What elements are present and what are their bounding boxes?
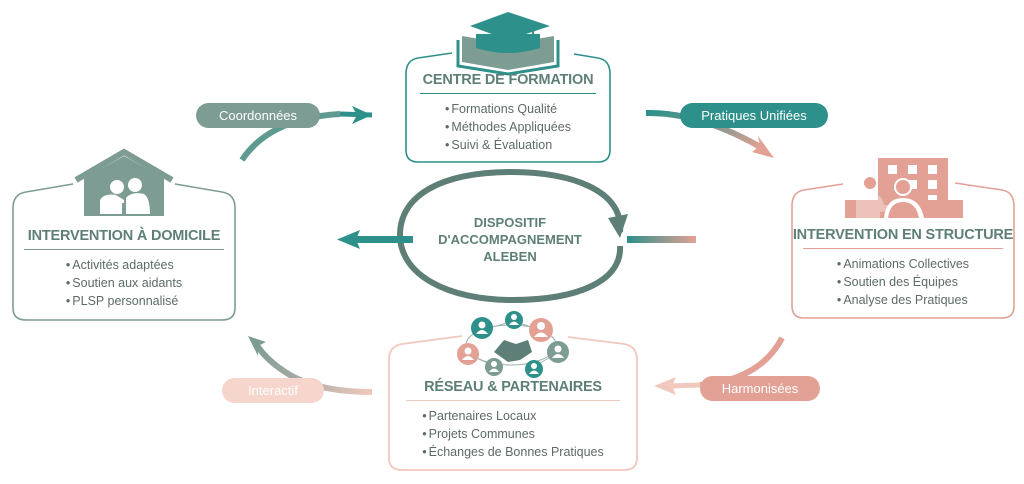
pill-coordonnees: Coordonnées [196,103,320,128]
arrow-interactif [248,336,373,395]
card-title: RÉSEAU & PARTENAIRES [424,379,602,395]
formation-card-border [405,52,611,163]
list-item: Formations Qualité [445,100,571,118]
pill-interactif: Interactif [222,378,324,403]
structure-card-border [791,182,1015,319]
person-node [471,317,493,339]
list-item: Méthodes Appliquées [445,118,571,136]
list-item: Soutien des Équipes [837,273,969,291]
bar-to-structure [627,236,696,243]
list-item: Animations Collectives [837,255,969,273]
card-intervention-a-domicile: INTERVENTION À DOMICILE Activités adapté… [13,228,235,310]
title-divider [406,400,620,401]
loop-arrowhead-icon [608,214,628,238]
person-node [457,343,479,365]
person-node [529,318,553,342]
title-divider [803,248,1003,249]
graduation-cap-book-icon [456,12,560,76]
card-item-list: Formations Qualité Méthodes Appliquées S… [445,100,571,154]
card-title: INTERVENTION EN STRUCTURE [792,227,1014,243]
domicile-card-border [12,183,236,321]
person-node [485,358,503,376]
title-divider [24,249,224,250]
pill-harmonisees: Harmonisées [700,376,820,401]
network-handshake-icon [457,311,569,378]
card-reseau-et-partenaires: RÉSEAU & PARTENAIRES Partenaires Locaux … [389,379,637,461]
title-divider [420,93,596,94]
list-item: Projets Communes [422,425,604,443]
list-item: PLSP personnalisé [66,292,182,310]
list-item: Partenaires Locaux [422,407,604,425]
card-item-list: Partenaires Locaux Projets Communes Écha… [422,407,604,461]
list-item: Soutien aux aidants [66,274,182,292]
central-cycle-loop [396,168,628,304]
central-label-line-2: D'ACCOMPAGNEMENT [438,232,582,247]
arrow-to-domicile [337,230,413,249]
card-title: INTERVENTION À DOMICILE [27,228,221,244]
central-label: DISPOSITIF D'ACCOMPAGNEMENT ALEBEN [435,214,585,265]
card-intervention-en-structure: INTERVENTION EN STRUCTURE Animations Col… [792,227,1014,309]
list-item: Suivi & Évaluation [445,136,571,154]
pill-pratiques-unifiees: Pratiques Unifiées [680,103,828,128]
card-title: CENTRE DE FORMATION [422,72,594,88]
list-item: Activités adaptées [66,256,182,274]
building-caregiver-icon [845,158,963,218]
house-family-icon [74,148,174,216]
person-node [505,311,523,329]
list-item: Analyse des Pratiques [837,291,969,309]
card-item-list: Activités adaptées Soutien aux aidants P… [66,256,182,310]
card-item-list: Animations Collectives Soutien des Équip… [837,255,969,309]
person-node [547,341,569,363]
central-label-line-1: DISPOSITIF [473,215,547,230]
central-label-line-3: ALEBEN [483,249,537,264]
reseau-card-border [388,335,638,471]
card-centre-de-formation: CENTRE DE FORMATION Formations Qualité M… [406,72,610,154]
person-node [525,360,543,378]
list-item: Échanges de Bonnes Pratiques [422,443,604,461]
